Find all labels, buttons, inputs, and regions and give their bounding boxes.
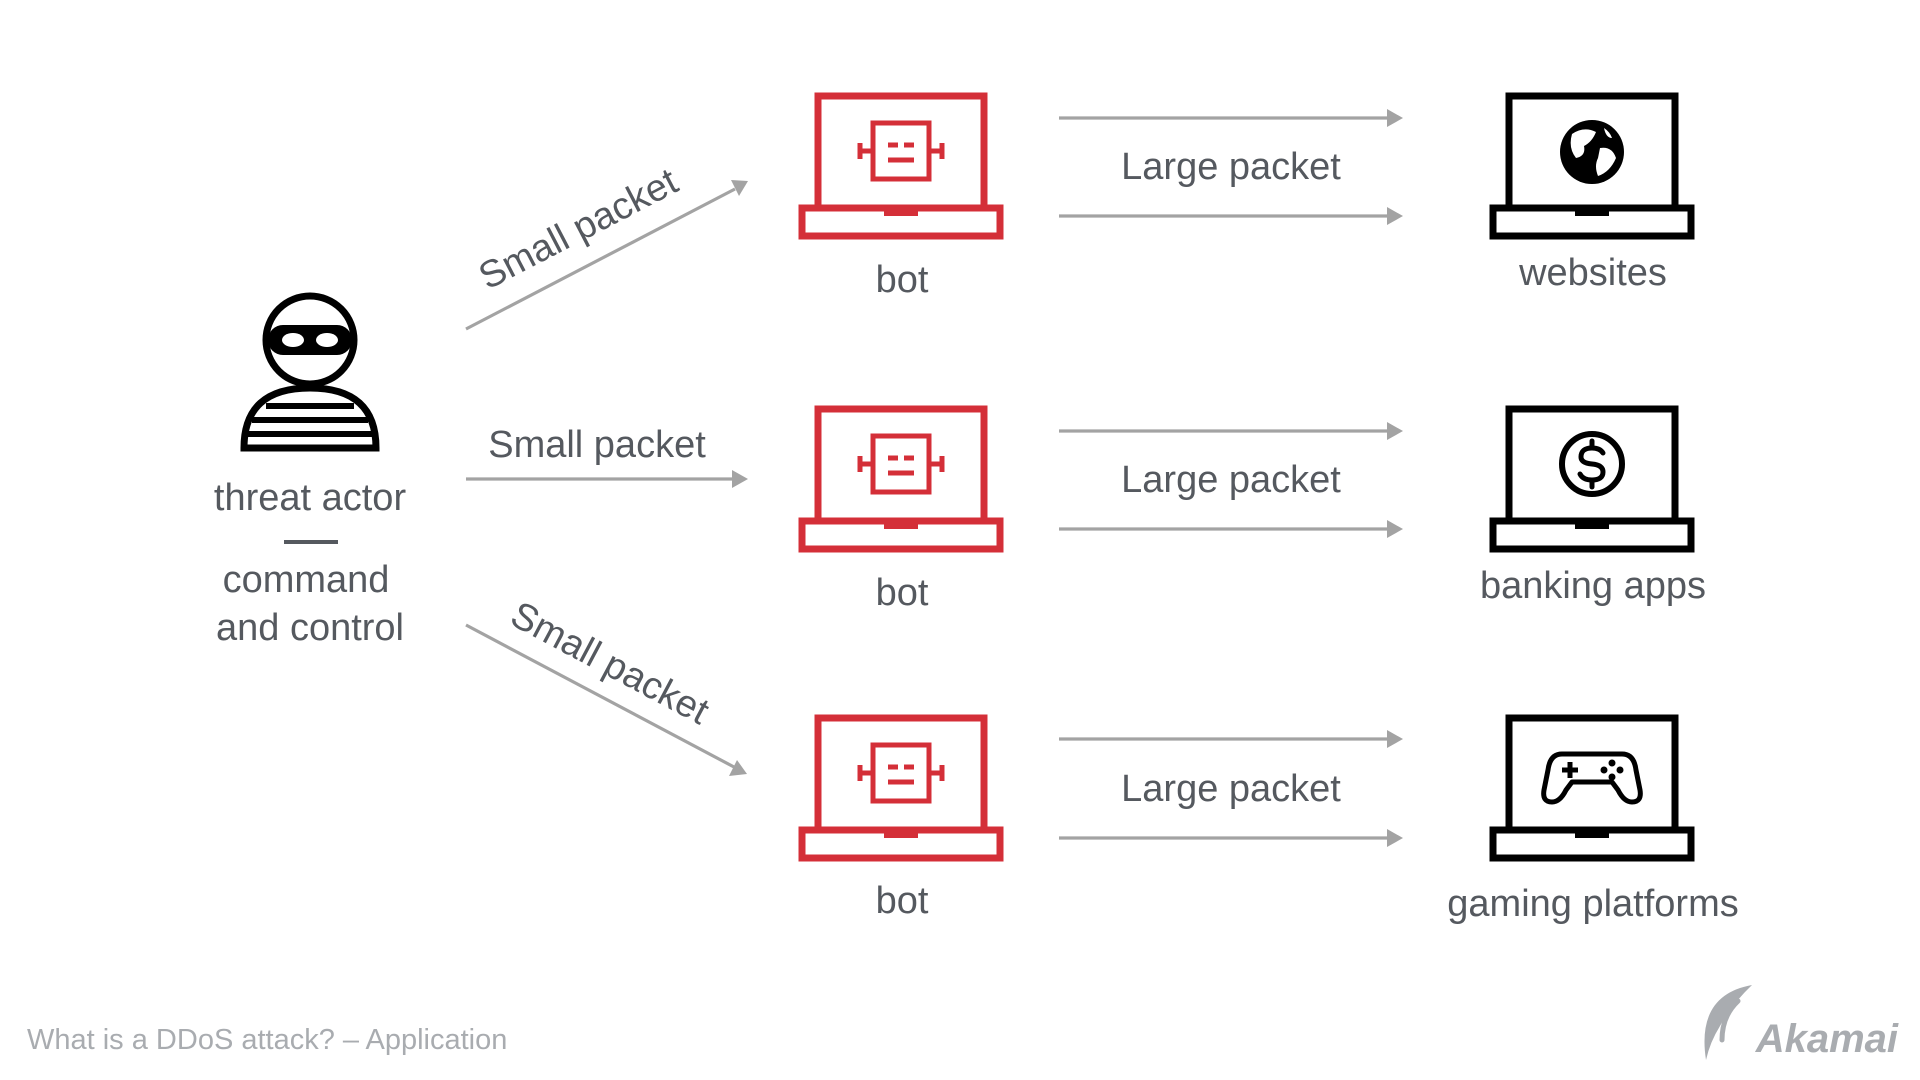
small-packet-label-1: Small packet [472,160,685,298]
gamepad-icon [1541,751,1643,805]
dollar-icon [1559,431,1625,497]
large-packet-label-1: Large packet [1121,146,1341,188]
large-packet-label-2: Large packet [1121,459,1341,501]
websites-label: websites [1518,252,1667,294]
bot-label-3: bot [876,880,929,922]
bot-laptop-icon-2 [802,409,1000,549]
large-packet-arrows-3 [1059,730,1403,847]
small-packet-arrow-1 [465,180,748,331]
large-packet-arrows-1 [1059,109,1403,225]
large-packet-label-3: Large packet [1121,768,1341,810]
banking-apps-label: banking apps [1480,565,1706,607]
gaming-platforms-label: gaming platforms [1447,883,1738,925]
command-label: command [223,559,390,601]
akamai-logo: Akamai [1704,985,1899,1061]
small-packet-arrow-2 [466,470,748,488]
bot-label-1: bot [876,259,929,301]
threat-actor-icon [240,292,380,452]
bot-label-2: bot [876,572,929,614]
gaming-laptop-icon [1493,718,1691,858]
akamai-logo-text: Akamai [1755,1017,1899,1061]
control-label: and control [216,607,404,649]
globe-icon [1560,120,1624,184]
footer-caption: What is a DDoS attack? – Application [27,1024,508,1056]
bot-laptop-icon-3 [802,718,1000,858]
bot-laptop-icon-1 [802,96,1000,236]
large-packet-arrows-2 [1059,422,1403,538]
small-packet-arrow-3 [465,623,747,776]
threat-actor-label: threat actor [214,477,407,519]
small-packet-label-2: Small packet [488,424,706,466]
